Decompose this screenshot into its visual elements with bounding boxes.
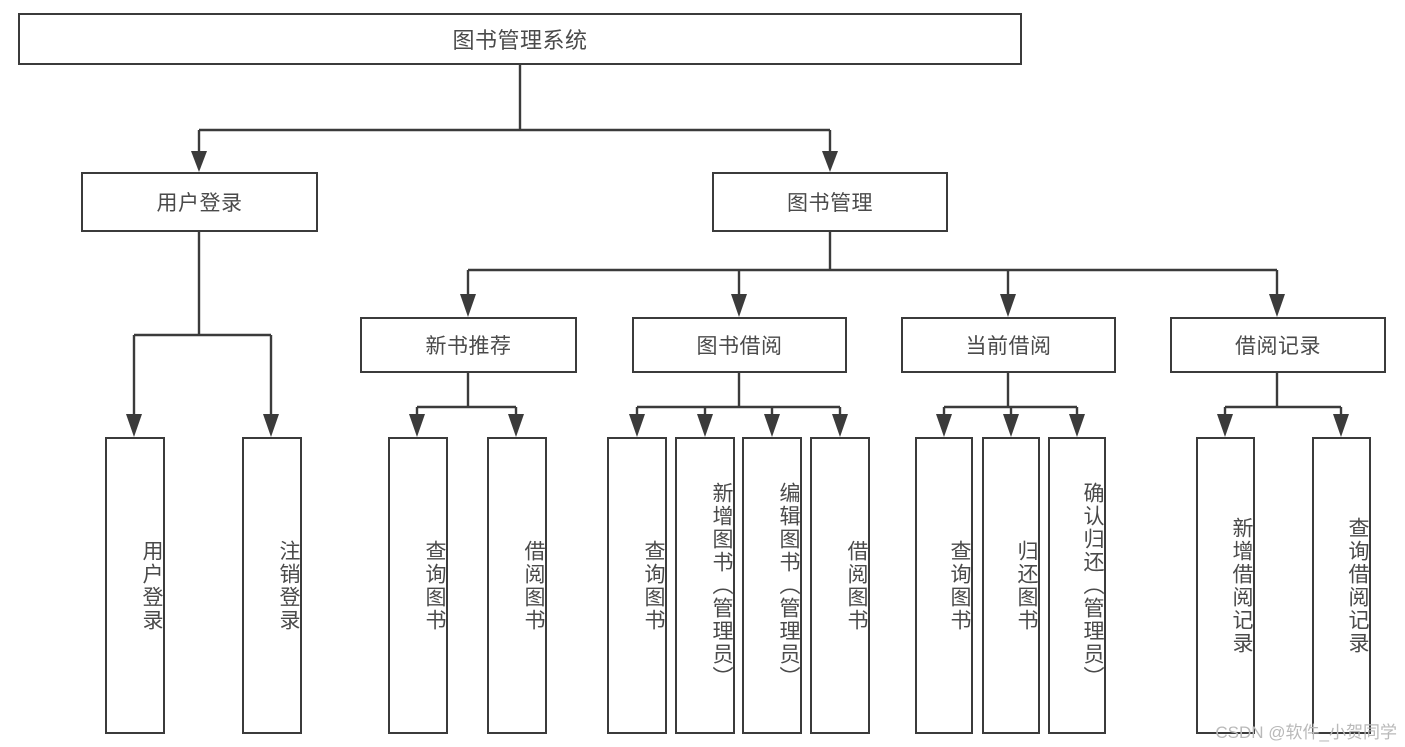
node-root-library-system[interactable]: 图书管理系统 — [18, 13, 1022, 65]
arrowhead-leaf-borrow-record-1 — [1217, 414, 1233, 437]
arrowhead-leaf-book-borrow-2 — [697, 414, 713, 437]
arrowhead-leaf-user-login-2 — [263, 414, 279, 437]
arrowhead-book-manage — [822, 151, 838, 172]
node-current-borrow[interactable]: 当前借阅 — [901, 317, 1116, 373]
leaf-label: 确认归还（管理员） — [1081, 482, 1104, 689]
arrowhead-leaf-current-borrow-3 — [1069, 414, 1085, 437]
leaf-user-login-logout[interactable]: 注销登录 — [242, 437, 302, 734]
leaf-book-borrow-add-book-admin[interactable]: 新增图书（管理员） — [675, 437, 735, 734]
leaf-label: 新增借阅记录 — [1230, 516, 1253, 655]
arrowhead-user-login — [191, 151, 207, 172]
arrowhead-borrow-record — [1269, 294, 1285, 317]
leaf-label: 用户登录 — [140, 539, 163, 632]
leaf-label: 新增图书（管理员） — [710, 482, 733, 689]
arrowhead-leaf-new-book-1 — [409, 414, 425, 437]
leaf-borrow-record-add-record[interactable]: 新增借阅记录 — [1196, 437, 1255, 734]
arrowhead-leaf-borrow-record-2 — [1333, 414, 1349, 437]
arrowhead-leaf-current-borrow-2 — [1003, 414, 1019, 437]
leaf-borrow-record-query-record[interactable]: 查询借阅记录 — [1312, 437, 1371, 734]
node-book-borrow[interactable]: 图书借阅 — [632, 317, 847, 373]
leaf-new-book-borrow-books[interactable]: 借阅图书 — [487, 437, 547, 734]
leaf-new-book-query-books[interactable]: 查询图书 — [388, 437, 448, 734]
leaf-label: 借阅图书 — [845, 539, 868, 632]
leaf-user-login-login[interactable]: 用户登录 — [105, 437, 165, 734]
node-new-book-recommend[interactable]: 新书推荐 — [360, 317, 577, 373]
node-book-management[interactable]: 图书管理 — [712, 172, 948, 232]
leaf-label: 查询借阅记录 — [1346, 516, 1369, 655]
arrowhead-leaf-user-login-1 — [126, 414, 142, 437]
arrowhead-current-borrow — [1000, 294, 1016, 317]
leaf-book-borrow-borrow-books[interactable]: 借阅图书 — [810, 437, 870, 734]
leaf-current-borrow-confirm-return-admin[interactable]: 确认归还（管理员） — [1048, 437, 1106, 734]
node-borrow-record[interactable]: 借阅记录 — [1170, 317, 1386, 373]
leaf-label: 借阅图书 — [522, 539, 545, 632]
arrowhead-leaf-new-book-2 — [508, 414, 524, 437]
leaf-current-borrow-return-books[interactable]: 归还图书 — [982, 437, 1040, 734]
node-user-login[interactable]: 用户登录 — [81, 172, 318, 232]
leaf-current-borrow-query-books[interactable]: 查询图书 — [915, 437, 973, 734]
arrowhead-leaf-book-borrow-4 — [832, 414, 848, 437]
arrowhead-leaf-current-borrow-1 — [936, 414, 952, 437]
arrowhead-leaf-book-borrow-1 — [629, 414, 645, 437]
leaf-label: 注销登录 — [277, 539, 300, 632]
leaf-label: 查询图书 — [948, 539, 971, 632]
csdn-watermark: CSDN @软件_小贺同学 — [1215, 723, 1397, 742]
arrowhead-leaf-book-borrow-3 — [764, 414, 780, 437]
leaf-label: 编辑图书（管理员） — [777, 482, 800, 689]
leaf-book-borrow-query-books[interactable]: 查询图书 — [607, 437, 667, 734]
leaf-label: 归还图书 — [1015, 539, 1038, 632]
leaf-label: 查询图书 — [423, 539, 446, 632]
arrowhead-new-book — [460, 294, 476, 317]
arrowhead-book-borrow — [731, 294, 747, 317]
leaf-book-borrow-edit-book-admin[interactable]: 编辑图书（管理员） — [742, 437, 802, 734]
leaf-label: 查询图书 — [642, 539, 665, 632]
